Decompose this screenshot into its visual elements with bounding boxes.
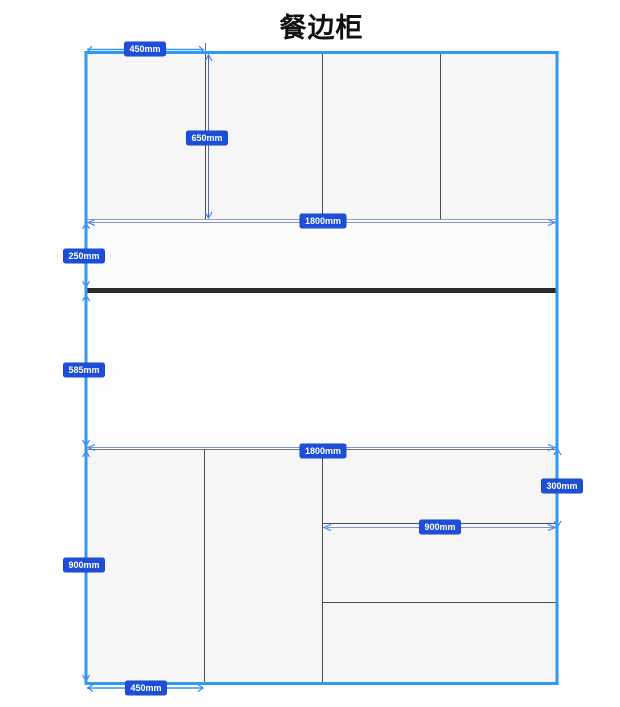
gap-250-panel — [87, 220, 557, 288]
panel-dividers — [204, 54, 556, 682]
dim-badge-base-cabinet-height: 900mm — [63, 558, 105, 572]
arrow-left-1800-top — [86, 218, 96, 227]
dim-badge-top-door-width: 450mm — [124, 42, 166, 56]
dim-badge-top-cabinet-width: 1800mm — [299, 214, 347, 228]
arrow-left-900-shelf — [322, 523, 332, 532]
dim-badge-shelf-width: 900mm — [419, 520, 461, 534]
dim-badge-base-cabinet-width: 1800mm — [299, 444, 347, 458]
countertop-bar — [87, 288, 557, 293]
arrow-left-1800-bottom — [86, 443, 96, 452]
gap-585-panel — [87, 293, 557, 449]
arrow-right-900-shelf — [547, 523, 557, 532]
arrow-right-450-bottom — [197, 684, 205, 692]
dim-badge-shelf-height: 300mm — [541, 479, 583, 493]
arrow-right-1800-top — [547, 218, 557, 227]
dim-badge-counter-height: 585mm — [63, 363, 105, 377]
arrow-right-1800-bottom — [547, 443, 557, 452]
page-title: 餐边柜 — [279, 13, 364, 43]
arrow-left-450-bottom — [86, 684, 94, 692]
dim-badge-gap-height: 250mm — [63, 249, 105, 263]
dim-badge-base-door-width: 450mm — [125, 681, 167, 695]
arrow-top-650 — [204, 53, 213, 62]
arrow-bottom-650 — [204, 211, 213, 220]
dim-badge-top-cabinet-height: 650mm — [186, 131, 228, 145]
